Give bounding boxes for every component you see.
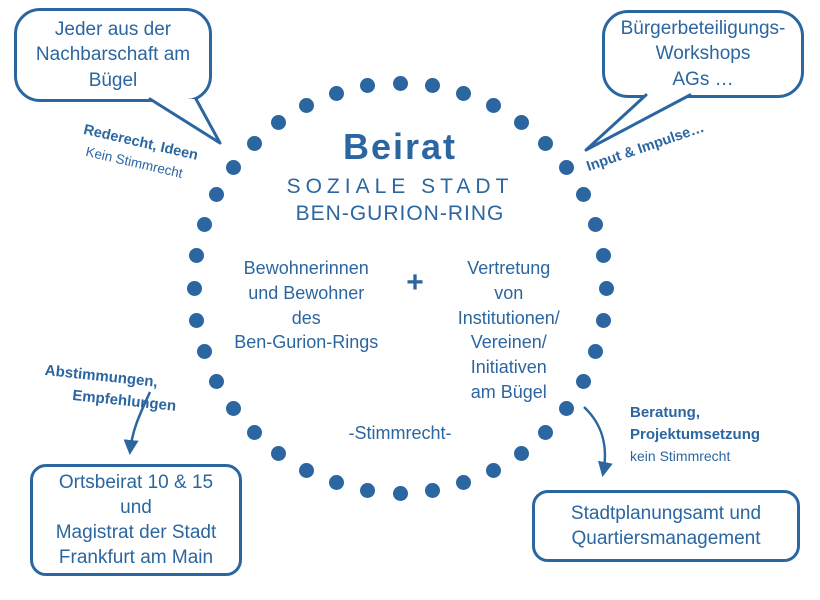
ring-dot	[424, 78, 440, 94]
ring-dot	[588, 217, 604, 233]
ring-dot	[598, 280, 614, 296]
bubble-workshops-text: Bürgerbeteiligungs- Workshops AGs …	[620, 18, 786, 90]
box-ortsbeirat-magistrat-text: Ortsbeirat 10 & 15 und Magistrat der Sta…	[55, 471, 217, 569]
ring-dot	[392, 75, 408, 91]
ring-dot	[486, 463, 502, 479]
circle-center-content: Beirat SOZIALE STADT BEN-GURION-RING Bew…	[195, 126, 605, 444]
ring-dot	[576, 187, 592, 203]
ring-dot	[196, 343, 212, 359]
plus-sign: +	[406, 266, 424, 299]
ring-dot	[559, 160, 575, 175]
ring-dot	[298, 463, 314, 479]
ring-dot	[328, 475, 344, 491]
ring-dot	[424, 482, 440, 498]
ring-dot	[576, 373, 592, 389]
ring-dot	[186, 280, 202, 296]
ring-dot	[208, 187, 224, 203]
center-title: Beirat	[342, 126, 458, 167]
box-stadtplanungsamt-text: Stadtplanungsamt und Quartiersmanagement	[570, 502, 762, 549]
voting-right-label: -Stimmrecht-	[348, 422, 452, 443]
ring-dot	[246, 135, 262, 151]
ring-dot	[196, 217, 212, 233]
annotation-beratung-line1: Beratung,	[630, 404, 701, 421]
ring-dot	[513, 114, 529, 130]
ring-dot	[538, 425, 554, 441]
member-groups-row: Bewohnerinnen und Bewohner des Ben-Gurio…	[195, 256, 605, 405]
ring-dot	[595, 312, 611, 328]
ring-dot	[225, 160, 241, 175]
ring-dot	[189, 248, 205, 264]
ring-dot	[538, 135, 554, 151]
annotation-abstimmungen: Abstimmungen, Empfehlungen	[41, 360, 179, 417]
ring-dot	[486, 97, 502, 113]
annotation-beratung-normal: kein Stimmrecht	[630, 447, 731, 464]
ring-dot	[595, 248, 611, 264]
ring-dot	[360, 78, 376, 94]
ring-dot	[513, 446, 529, 462]
ring-dot	[392, 485, 408, 501]
ring-dot	[559, 400, 575, 416]
bubble-neighbourhood: Jeder aus der Nachbarschaft am Bügel	[14, 8, 212, 102]
ring-dot	[208, 373, 224, 389]
ring-dot	[271, 446, 287, 462]
annotation-beratung: Beratung, Projektumsetzung kein Stimmrec…	[630, 402, 760, 466]
bubble-workshops: Bürgerbeteiligungs- Workshops AGs …	[602, 10, 804, 98]
annotation-beratung-line2: Projektumsetzung	[630, 425, 761, 443]
ring-dot	[456, 85, 472, 101]
ring-dot	[328, 85, 344, 101]
residents-group-label: Bewohnerinnen und Bewohner des Ben-Gurio…	[234, 258, 379, 353]
ring-dot	[360, 482, 376, 498]
ring-dot	[225, 400, 241, 416]
institutions-group-label: Vertretung von Institutionen/ Vereinen/ …	[457, 258, 560, 403]
ring-dot	[246, 425, 262, 441]
annotation-rederecht: Rederecht, Ideen Kein Stimmrecht	[77, 120, 200, 186]
box-ortsbeirat-magistrat: Ortsbeirat 10 & 15 und Magistrat der Sta…	[30, 464, 242, 576]
center-subtitle-2: BEN-GURION-RING	[295, 202, 505, 225]
ring-dot	[271, 114, 287, 130]
ring-dot	[298, 97, 314, 113]
bubble-neighbourhood-text: Jeder aus der Nachbarschaft am Bügel	[35, 19, 191, 91]
box-stadtplanungsamt: Stadtplanungsamt und Quartiersmanagement	[532, 490, 800, 562]
ring-dot	[456, 475, 472, 491]
ring-dot	[189, 312, 205, 328]
ring-dot	[588, 343, 604, 359]
center-subtitle-1: SOZIALE STADT	[286, 175, 514, 198]
